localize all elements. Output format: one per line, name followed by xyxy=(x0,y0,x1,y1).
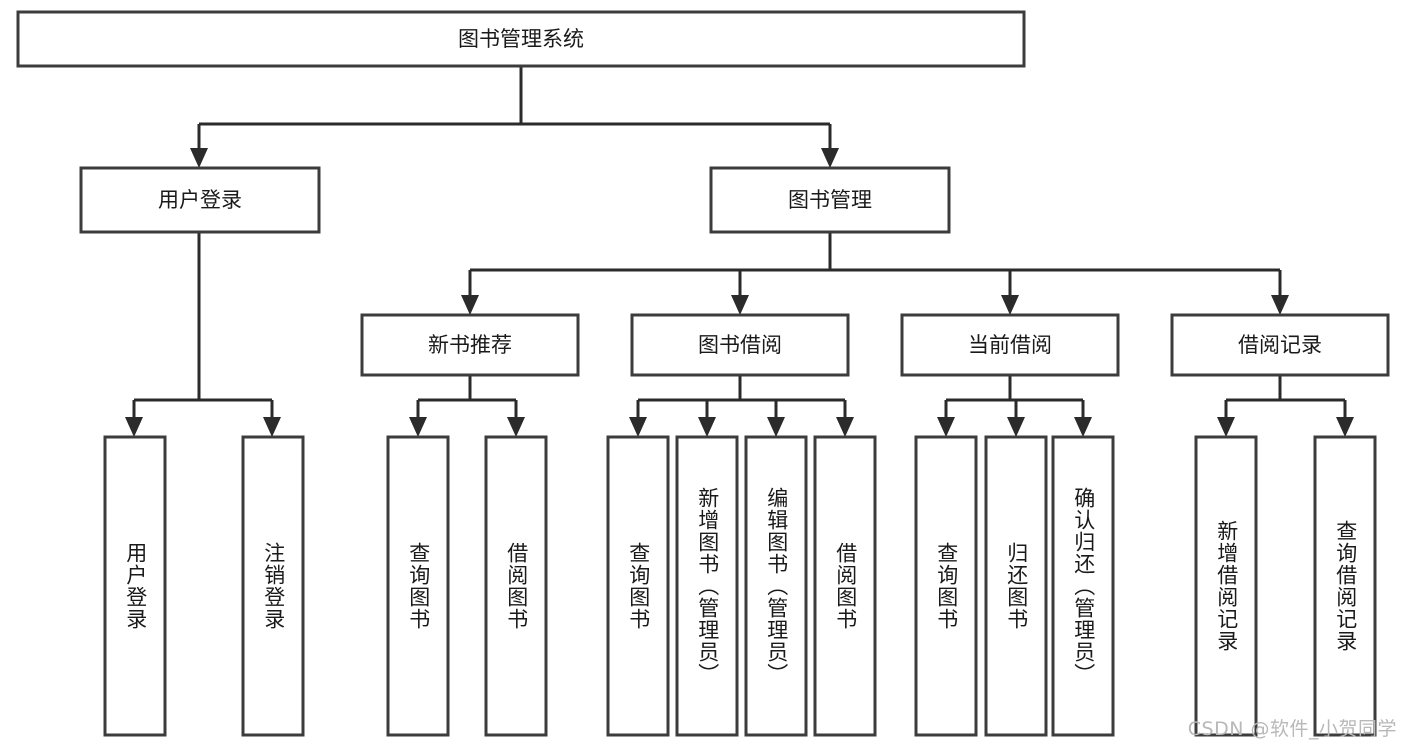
node-level2-1-label: 图书管理 xyxy=(788,188,872,212)
node-leaf-9-box[interactable] xyxy=(984,435,1048,737)
arrow-head-icon xyxy=(937,417,955,437)
node-root-label: 图书管理系统 xyxy=(458,27,584,51)
arrow-head-icon xyxy=(767,417,785,437)
watermark-text: CSDN @软件_小贺同学 xyxy=(1187,718,1397,740)
node-level3-0-label: 新书推荐 xyxy=(428,333,512,357)
node-leaf-1-box[interactable] xyxy=(241,435,305,737)
arrow-head-icon xyxy=(263,417,281,437)
node-leaf-4-box[interactable] xyxy=(606,435,670,737)
node-level2-0-box[interactable] xyxy=(79,166,321,234)
node-leaf-12-box[interactable] xyxy=(1313,435,1377,737)
arrow-head-icon xyxy=(836,417,854,437)
node-level3-1-box[interactable] xyxy=(630,313,850,377)
node-level3-3-label: 借阅记录 xyxy=(1238,333,1322,357)
arrow-head-icon xyxy=(1336,417,1354,437)
connector-layer xyxy=(125,66,1354,437)
arrow-head-icon xyxy=(821,148,839,168)
arrow-head-icon xyxy=(1074,417,1092,437)
arrow-head-icon xyxy=(698,417,716,437)
node-level3-2-label: 当前借阅 xyxy=(968,333,1052,357)
node-leaf-2-box[interactable] xyxy=(386,435,450,737)
node-leaf-0-box[interactable] xyxy=(103,435,167,737)
node-level2-0-label: 用户登录 xyxy=(158,188,242,212)
arrow-head-icon xyxy=(461,295,479,315)
arrow-head-icon xyxy=(629,417,647,437)
arrow-head-icon xyxy=(125,417,143,437)
node-level3-1-label: 图书借阅 xyxy=(698,333,782,357)
arrow-head-icon xyxy=(1001,295,1019,315)
node-leaf-11-box[interactable] xyxy=(1194,435,1258,737)
node-leaf-8-box[interactable] xyxy=(914,435,978,737)
arrow-head-icon xyxy=(1217,417,1235,437)
node-level3-3-box[interactable] xyxy=(1170,313,1390,377)
arrow-head-icon xyxy=(1007,417,1025,437)
node-leaf-6-box[interactable] xyxy=(744,435,808,737)
arrow-head-icon xyxy=(1271,295,1289,315)
node-level3-2-box[interactable] xyxy=(900,313,1120,377)
node-leaf-10-box[interactable] xyxy=(1051,435,1115,737)
arrow-head-icon xyxy=(731,295,749,315)
arrow-head-icon xyxy=(190,148,208,168)
node-root-box[interactable] xyxy=(16,10,1026,68)
arrow-head-icon xyxy=(507,417,525,437)
node-level2-1-box[interactable] xyxy=(709,166,951,234)
arrow-head-icon xyxy=(409,417,427,437)
node-leaf-5-box[interactable] xyxy=(675,435,739,737)
node-level3-0-box[interactable] xyxy=(360,313,580,377)
node-leaf-3-box[interactable] xyxy=(484,435,548,737)
node-leaf-7-box[interactable] xyxy=(813,435,877,737)
